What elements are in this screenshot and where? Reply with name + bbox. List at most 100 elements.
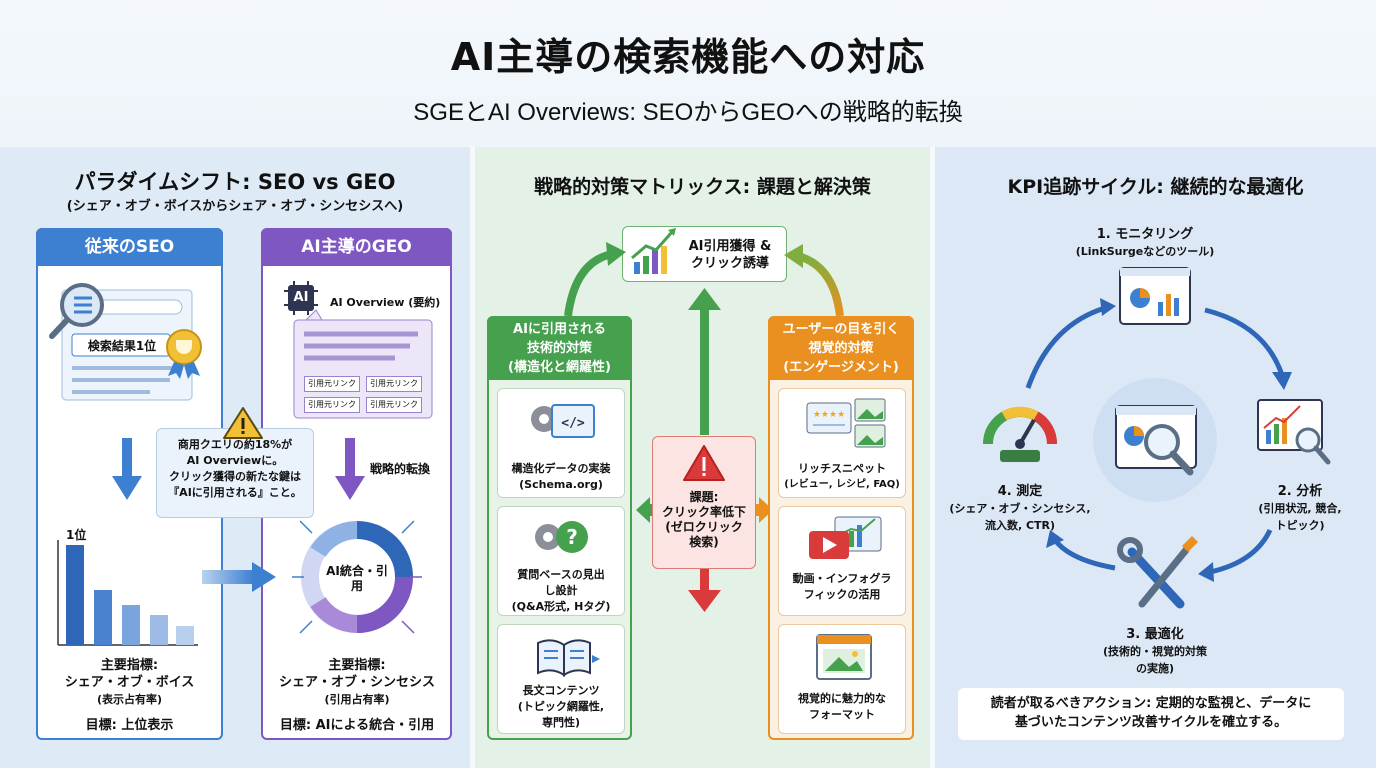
visual-item-rich-snippets[interactable]: ★★★★ リッチスニペット (レビュー, レシピ, FAQ)	[778, 388, 906, 498]
citation-link[interactable]: 引用元リンク	[366, 376, 422, 392]
heading-line: 技術的対策	[526, 341, 592, 356]
header: AI主導の検索機能への対応 SGEとAI Overviews: SEOからGEO…	[0, 0, 1376, 146]
note-line: 基づいたコンテンツ改善サイクルを確立する。	[1014, 715, 1288, 730]
seo-goal: 目標: 上位表示	[85, 718, 174, 733]
synthesis-center-label: AI統合・引用	[326, 564, 388, 593]
citation-link[interactable]: 引用元リンク	[304, 376, 360, 392]
magnifier-icon	[49, 283, 104, 339]
item-line: リッチスニペット	[798, 462, 886, 475]
step-detail: 流入数, CTR)	[984, 519, 1056, 532]
step-detail: の実施)	[1135, 662, 1175, 675]
kpi-step-analysis: 2. 分析 (引用状況, 競合, トピック)	[1240, 483, 1360, 534]
ai-chip-label: AI	[293, 290, 309, 305]
seo-metric-value: シェア・オブ・ボイス	[64, 675, 195, 690]
callout-line: クリック獲得の新たな鍵は	[169, 470, 301, 483]
heading-line: AIに引用される	[513, 322, 606, 337]
goal-line: クリック誘導	[690, 256, 769, 271]
citation-link[interactable]: 引用元リンク	[366, 397, 422, 413]
geo-metric: 主要指標: シェア・オブ・シンセシス (引用占有率)	[264, 657, 450, 708]
stars-image-icon: ★★★★	[806, 398, 886, 448]
strategic-shift-label: 戦略的転換	[370, 462, 431, 476]
problem-line: 検索)	[689, 535, 719, 549]
page-subtitle: SGEとAI Overviews: SEOからGEOへの戦略的転換	[413, 99, 963, 126]
warning-icon	[683, 445, 725, 481]
ai-overview-label: AI Overview (要約)	[330, 296, 441, 309]
seo-metric-label: 主要指標:	[100, 658, 159, 673]
kpi-step-monitoring: 1. モニタリング (LinkSurgeなどのツール)	[1060, 226, 1230, 260]
problem-line: (ゼロクリック	[665, 520, 743, 534]
shift-arrow	[202, 562, 276, 592]
technical-measures-column: AIに引用される 技術的対策 (構造化と網羅性) </> 構造化データの実装 (…	[487, 316, 632, 740]
heading-line: 視覚的対策	[808, 341, 874, 356]
item-line: (トピック網羅性,	[517, 700, 605, 713]
middle-panel-title: 戦略的対策マトリックス: 課題と解決策	[534, 176, 871, 198]
visual-item-attractive-format[interactable]: 視覚的に魅力的な フォーマット	[778, 624, 906, 734]
stat-callout: 商用クエリの約18%が AI Overviewに。 クリック獲得の新たな鍵は 『…	[156, 428, 314, 518]
geo-goal: 目標: AIによる統合・引用	[279, 718, 435, 733]
item-line: (Schema.org)	[519, 478, 603, 491]
technical-item-long-content[interactable]: 長文コンテンツ (トピック網羅性, 専門性)	[497, 624, 625, 734]
step-detail: (LinkSurgeなどのツール)	[1075, 245, 1215, 258]
bar-rank-1	[66, 545, 84, 645]
analysis-center-icon	[1093, 378, 1217, 502]
seo-heading: 従来のSEO	[36, 228, 223, 266]
technical-item-structured-data[interactable]: </> 構造化データの実装 (Schema.org)	[497, 388, 625, 498]
item-line: (Q&A形式, Hタグ)	[511, 600, 611, 613]
rank-label: 1位	[66, 528, 87, 542]
visual-heading: ユーザーの目を引く 視覚的対策 (エンゲージメント)	[768, 316, 914, 380]
note-line: 読者が取るべきアクション: 定期的な監視と、データに	[990, 696, 1312, 711]
technical-item-question-headings[interactable]: ? 質問ベースの見出 し設計 (Q&A形式, Hタグ)	[497, 506, 625, 616]
step-label: 1. モニタリング	[1096, 227, 1194, 242]
seo-metric-detail: (表示占有率)	[96, 693, 163, 706]
bar-rank-5	[176, 626, 194, 645]
seo-illustration	[61, 289, 193, 401]
svg-text:?: ?	[566, 525, 578, 549]
bar-rank-4	[150, 615, 168, 645]
seo-metric: 主要指標: シェア・オブ・ボイス (表示占有率)	[38, 657, 221, 708]
ranking-bar-chart	[57, 540, 198, 646]
bar-rank-3	[122, 605, 140, 645]
gear-code-icon: </>	[531, 404, 595, 438]
warning-icon	[223, 407, 263, 439]
seo-down-arrow	[112, 438, 142, 500]
panel-divider	[470, 147, 475, 768]
kpi-step-measurement: 4. 測定 (シェア・オブ・シンセシス, 流入数, CTR)	[940, 483, 1100, 534]
svg-text:</>: </>	[561, 416, 585, 431]
left-panel-subtitle: (シェア・オブ・ボイスからシェア・オブ・シンセシスへ)	[66, 199, 404, 214]
step-label: 4. 測定	[997, 484, 1043, 499]
problem-line: クリック率低下	[661, 505, 746, 519]
geo-metric-value: シェア・オブ・シンセシス	[278, 675, 435, 690]
technical-heading: AIに引用される 技術的対策 (構造化と網羅性)	[487, 316, 632, 380]
action-note: 読者が取るべきアクション: 定期的な監視と、データに 基づいたコンテンツ改善サイ…	[958, 688, 1344, 740]
synthesis-donut	[292, 520, 422, 634]
visual-item-video-infographic[interactable]: 動画・インフォグラ フィックの活用	[778, 506, 906, 616]
kpi-step-optimization: 3. 最適化 (技術的・視覚的対策 の実施)	[1080, 626, 1230, 677]
step-detail: トピック)	[1275, 519, 1325, 532]
growth-chart-icon	[631, 228, 676, 274]
step-label: 3. 最適化	[1126, 627, 1184, 642]
right-panel-title: KPI追跡サイクル: 継続的な最適化	[1007, 176, 1304, 198]
ai-overview-box	[293, 309, 433, 419]
dashboard-icon	[1119, 267, 1191, 325]
page-title: AI主導の検索機能への対応	[450, 35, 926, 79]
item-line: し設計	[544, 584, 578, 597]
item-line: フィックの活用	[803, 588, 881, 601]
left-panel-title: パラダイムシフト: SEO vs GEO	[74, 170, 396, 194]
browser-image-icon	[816, 634, 872, 680]
item-line: (レビュー, レシピ, FAQ)	[784, 479, 900, 490]
kpi-cycle-arrows	[1025, 298, 1292, 582]
item-line: 動画・インフォグラ	[792, 572, 892, 585]
citation-link[interactable]: 引用元リンク	[304, 397, 360, 413]
search-result-label: 検索結果1位	[87, 339, 157, 353]
video-chart-icon	[809, 516, 882, 559]
book-icon	[537, 639, 600, 677]
item-line: 専門性)	[541, 716, 581, 729]
step-detail: (シェア・オブ・シンセシス,	[949, 502, 1091, 515]
step-detail: (引用状況, 競合,	[1258, 502, 1342, 515]
trophy-icon	[166, 329, 202, 379]
growth-chart-icon	[1257, 399, 1331, 465]
goal-label: AI引用獲得 & クリック誘導	[680, 238, 780, 272]
panel-divider	[930, 147, 935, 768]
gear-question-icon: ?	[535, 521, 588, 553]
geo-down-arrow	[335, 438, 365, 500]
